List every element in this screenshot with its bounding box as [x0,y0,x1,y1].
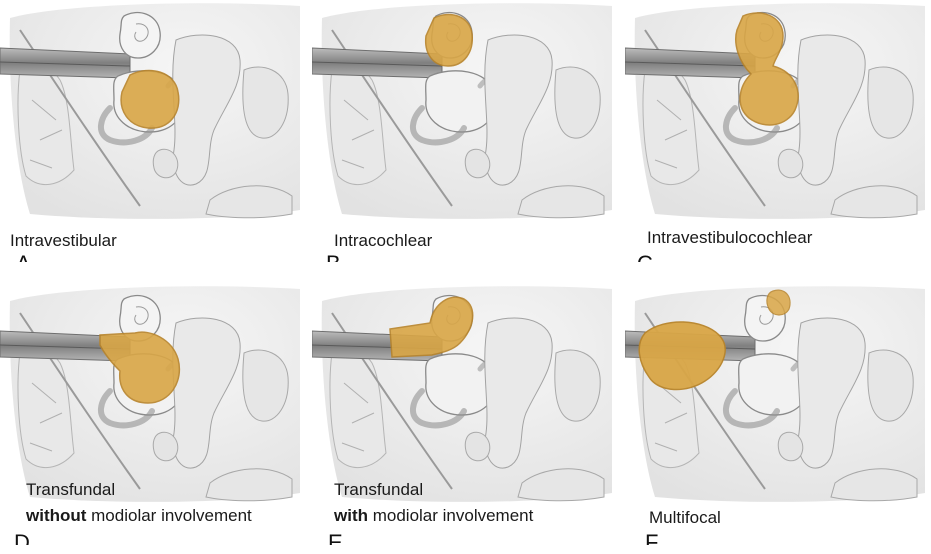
panel-letter-e: E [328,531,343,545]
panel-c: Intravestibulocochlear C [625,0,931,262]
panel-e: Transfundal with modiolar involvement E [312,283,618,545]
inner-ear-illustration-a [0,0,306,262]
caption-d-line1: Transfundal [26,479,115,500]
panel-f: Multifocal F [625,283,931,545]
caption-e-line2: with modiolar involvement [334,505,533,526]
inner-ear-illustration-c [625,0,931,262]
inner-ear-illustration-b [312,0,618,262]
caption-e-rest: modiolar involvement [368,506,533,525]
tumor-cochlea-focus [767,290,790,315]
caption-c: Intravestibulocochlear [647,227,812,248]
panel-letter-a: A [16,252,31,262]
caption-b: Intracochlear [334,230,432,251]
inner-ear-illustration-f [625,283,931,545]
panel-letter-c: C [637,252,653,262]
tumor-cochlea [426,15,473,66]
panel-b: Intracochlear B [312,0,618,262]
panel-letter-b: B [326,252,341,262]
panel-letter-f: F [645,531,658,545]
caption-a: Intravestibular [10,230,117,251]
panel-letter-d: D [14,531,30,545]
caption-d-rest: modiolar involvement [86,506,251,525]
panel-a: Intravestibular A [0,0,306,262]
panel-d: Transfundal without modiolar involvement… [0,283,306,545]
tumor-vestibule [121,70,179,128]
caption-f: Multifocal [649,507,721,528]
caption-d-line2: without modiolar involvement [26,505,252,526]
caption-e-bold: with [334,506,368,525]
caption-d-bold: without [26,506,86,525]
caption-e-line1: Transfundal [334,479,423,500]
